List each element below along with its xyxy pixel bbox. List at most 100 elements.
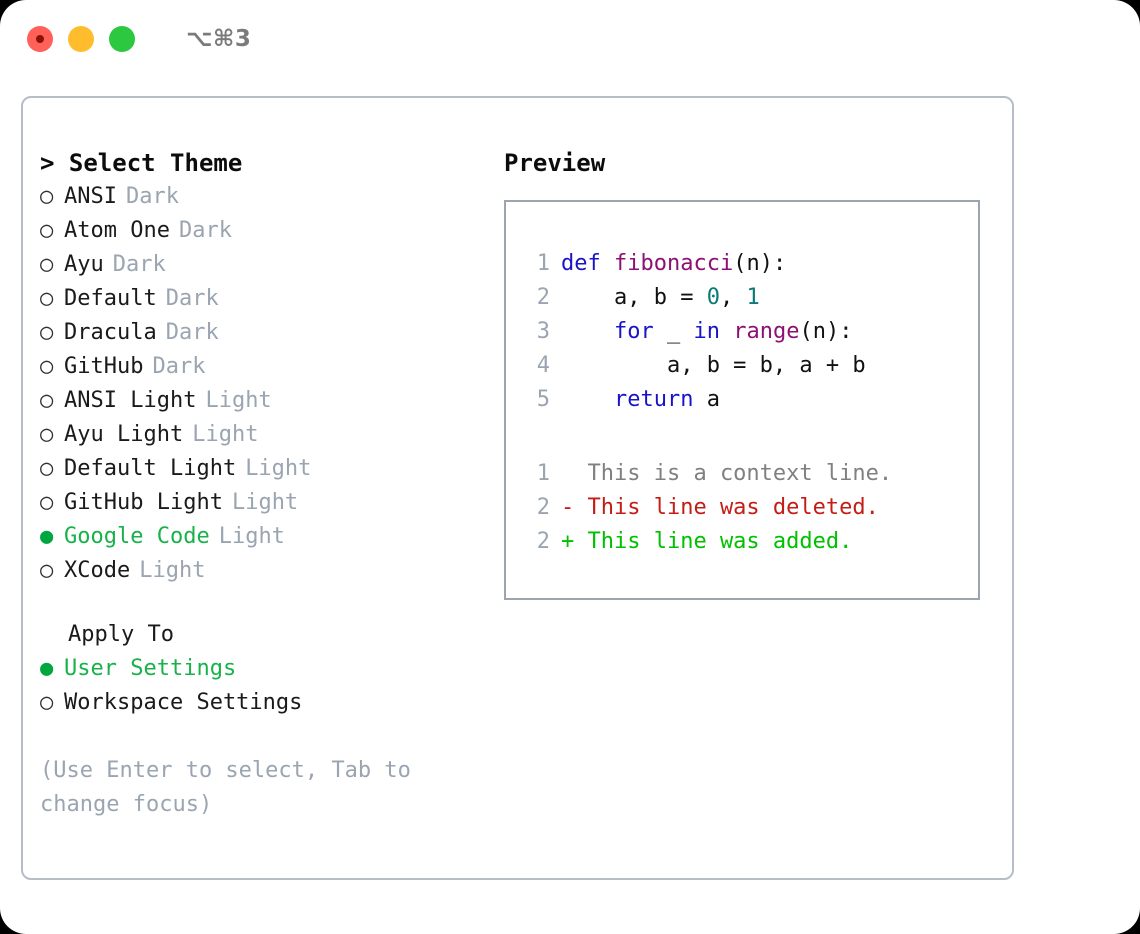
preview-header: Preview [504, 149, 606, 177]
theme-name: Dracula [64, 320, 157, 345]
theme-variant: Light [231, 490, 299, 515]
code-text: a, b = 0, 1 [561, 281, 760, 315]
radio-unselected-icon[interactable]: ○ [40, 558, 54, 583]
code-token: in [693, 319, 720, 344]
theme-list-item[interactable]: ○ XCode Light [40, 554, 480, 588]
code-token: (n): [799, 319, 853, 344]
radio-unselected-icon[interactable]: ○ [40, 354, 54, 379]
line-number: 2 [536, 495, 550, 520]
line-number: 1 [536, 251, 550, 276]
radio-unselected-icon[interactable]: ○ [40, 184, 54, 209]
code-token: a, b = b, a + b [561, 353, 866, 378]
code-token [601, 251, 614, 276]
diff-line: 2 - This line was deleted. [524, 491, 972, 525]
line-number: 1 [536, 461, 550, 486]
theme-name: Google Code [64, 524, 210, 549]
code-text: a, b = b, a + b [561, 349, 866, 383]
window-minimize-button[interactable] [68, 26, 94, 52]
radio-unselected-icon[interactable]: ○ [40, 218, 54, 243]
theme-list-item[interactable]: ○ Default Dark [40, 282, 480, 316]
line-number: 4 [536, 353, 550, 378]
window-close-button[interactable] [27, 26, 53, 52]
line-number: 2 [536, 529, 550, 554]
code-token: for [613, 319, 654, 344]
code-token [720, 319, 733, 344]
code-token: a, b = [561, 285, 707, 310]
code-token [561, 387, 614, 412]
diff-text-ctx: This is a context line. [561, 461, 893, 486]
apply-to-label: Workspace Settings [64, 690, 303, 715]
diff-line: 1 This is a context line. [524, 457, 972, 491]
window-zoom-button[interactable] [109, 26, 135, 52]
radio-unselected-icon[interactable]: ○ [40, 490, 54, 515]
theme-list-item[interactable]: ● Google Code Light [40, 520, 480, 554]
code-token: range [733, 319, 800, 344]
code-line: 2 a, b = 0, 1 [524, 281, 972, 315]
code-token: 0 [706, 285, 720, 310]
keyboard-shortcut-label: ⌥⌘3 [186, 26, 252, 52]
theme-name: Ayu [64, 252, 104, 277]
apply-to-list[interactable]: ●User Settings ○ Workspace Settings [40, 652, 480, 720]
radio-unselected-icon[interactable]: ○ [40, 422, 54, 447]
theme-variant: Dark [165, 286, 219, 311]
code-text: def fibonacci(n): [561, 247, 786, 281]
apply-to-section: Apply To ●User Settings ○ Workspace Settin… [40, 618, 480, 720]
select-theme-header: > Select Theme [40, 149, 243, 177]
theme-variant: Dark [112, 252, 166, 277]
code-token: _ [653, 319, 694, 344]
code-text: for _ in range(n): [561, 315, 852, 349]
code-token [561, 319, 614, 344]
radio-unselected-icon[interactable]: ○ [40, 252, 54, 277]
theme-list-item[interactable]: ○ Ayu Dark [40, 248, 480, 282]
radio-selected-icon[interactable]: ● [40, 656, 54, 681]
apply-to-option[interactable]: ●User Settings [40, 652, 480, 686]
code-token: (n): [733, 251, 787, 276]
radio-unselected-icon[interactable]: ○ [40, 320, 54, 345]
radio-unselected-icon[interactable]: ○ [40, 388, 54, 413]
radio-unselected-icon[interactable]: ○ [40, 286, 54, 311]
theme-variant: Dark [152, 354, 206, 379]
code-line: 4 a, b = b, a + b [524, 349, 972, 383]
theme-variant: Dark [178, 218, 232, 243]
theme-variant: Light [139, 558, 206, 583]
radio-unselected-icon[interactable]: ○ [40, 690, 54, 715]
code-token: fibonacci [614, 251, 734, 276]
apply-to-option[interactable]: ○ Workspace Settings [40, 686, 480, 720]
line-number: 5 [536, 387, 550, 412]
code-token: def [561, 251, 601, 276]
theme-name: GitHub [64, 354, 144, 379]
theme-variant: Light [218, 524, 285, 549]
diff-sample: 1 This is a context line. 2 - This line wa… [524, 457, 972, 559]
theme-variant: Light [192, 422, 259, 447]
line-number: 3 [536, 319, 550, 344]
code-token: a [693, 387, 720, 412]
radio-unselected-icon[interactable]: ○ [40, 456, 54, 481]
code-token: return [613, 387, 694, 412]
theme-name: XCode [64, 558, 131, 583]
apply-to-header: Apply To [68, 622, 174, 647]
diff-line: 2 + This line was added. [524, 525, 972, 559]
code-line: 5 return a [524, 383, 972, 417]
theme-name: ANSI [64, 184, 117, 209]
theme-list-item[interactable]: ○ GitHub Dark [40, 350, 480, 384]
diff-text-del: - This line was deleted. [561, 495, 879, 520]
code-token: , [719, 285, 747, 310]
theme-name: ANSI Light [64, 388, 197, 413]
code-token: 1 [746, 285, 760, 310]
diff-text-add: + This line was added. [561, 529, 853, 554]
radio-selected-icon[interactable]: ● [40, 524, 54, 549]
code-text: return a [561, 383, 720, 417]
theme-name: Default [64, 286, 157, 311]
